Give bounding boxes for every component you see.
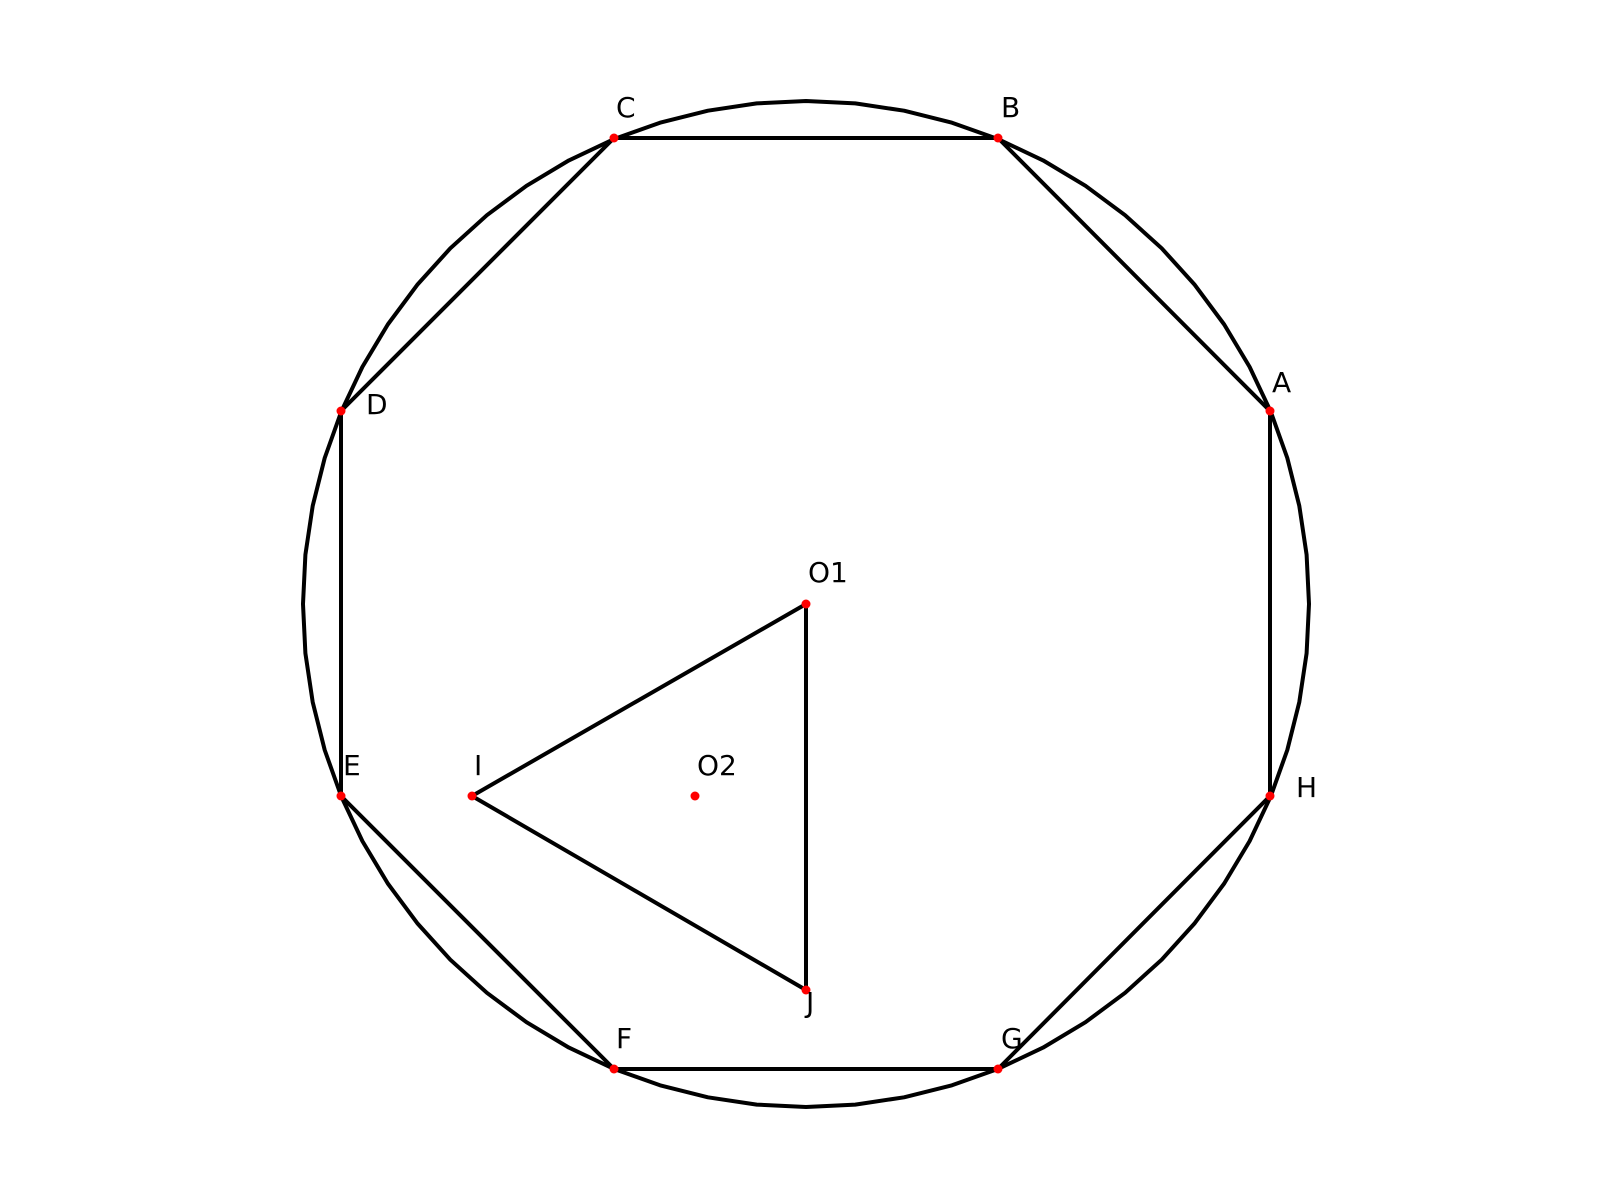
label-F: F <box>616 1022 632 1055</box>
point-O2 <box>690 791 700 801</box>
point-B <box>993 133 1003 143</box>
label-C: C <box>616 91 636 124</box>
label-A: A <box>1272 366 1291 399</box>
point-J <box>801 985 811 995</box>
label-O2: O2 <box>697 749 737 782</box>
label-B: B <box>1001 91 1020 124</box>
point-A <box>1265 406 1275 416</box>
point-E <box>336 791 346 801</box>
label-J: J <box>804 986 814 1019</box>
point-I <box>467 791 477 801</box>
label-D: D <box>366 388 388 421</box>
label-E: E <box>343 749 361 782</box>
point-H <box>1265 791 1275 801</box>
point-D <box>336 406 346 416</box>
label-I: I <box>474 749 482 782</box>
point-O1 <box>801 599 811 609</box>
triangle-O1-I-J <box>470 602 808 992</box>
label-H: H <box>1296 771 1317 804</box>
point-F <box>609 1064 619 1074</box>
label-O1: O1 <box>808 556 848 589</box>
circumcircle <box>301 99 1311 1109</box>
point-G <box>993 1064 1003 1074</box>
label-G: G <box>1001 1022 1023 1055</box>
point-C <box>609 133 619 143</box>
